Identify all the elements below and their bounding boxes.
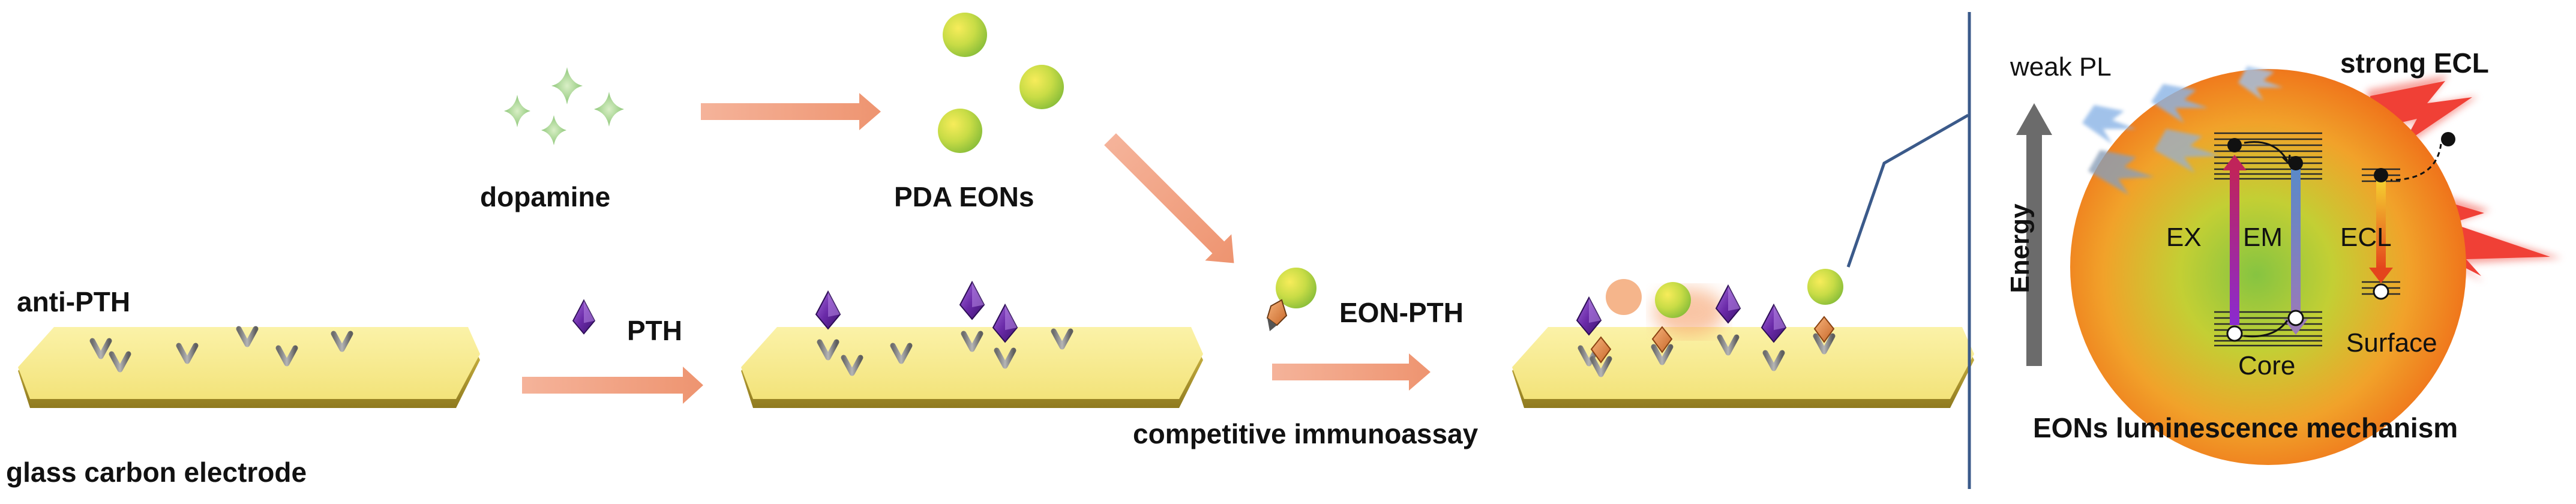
eon-pth-label: EON-PTH [1339, 297, 1464, 328]
ecl-label: ECL [2340, 223, 2392, 252]
luminescence-mechanism-panel [2016, 66, 2562, 465]
core-label: Core [2238, 351, 2296, 380]
core-relaxed-electron [2289, 156, 2303, 170]
eon-sphere [1019, 65, 1064, 109]
eon-pth-conjugate [1266, 268, 1317, 331]
pda-eon-particles [938, 13, 1064, 153]
relaxation-curve-top [2244, 141, 2289, 161]
surface-hole [2373, 283, 2389, 300]
dopamine-star [541, 115, 566, 145]
pth-label: PTH [627, 315, 682, 346]
strong-ecl-label: strong ECL [2340, 47, 2489, 79]
core-electron [2227, 138, 2242, 152]
relaxation-curve-bottom [2244, 320, 2289, 338]
weak-pl-label: weak PL [2010, 52, 2112, 82]
energy-axis-label: Energy [2005, 203, 2035, 293]
injection-curve [2390, 143, 2442, 181]
pda-eons-label: PDA EONs [894, 181, 1034, 212]
dopamine-star [551, 67, 583, 104]
eon-particle-sphere [2070, 69, 2466, 465]
dopamine-molecules [504, 67, 624, 145]
eon-sphere [943, 13, 987, 57]
dopamine-star [594, 92, 624, 127]
em-label: EM [2243, 223, 2283, 252]
excitation-arrow [2223, 155, 2247, 325]
surface-electron [2374, 168, 2388, 182]
glass-carbon-electrode-label: glass carbon electrode [6, 457, 307, 488]
arrow-dopamine-to-eons [701, 93, 881, 130]
eon-sphere [938, 109, 982, 153]
energy-axis-arrow [2016, 103, 2052, 366]
surface-label: Surface [2346, 328, 2437, 358]
injected-electron [2441, 132, 2455, 146]
dopamine-label: dopamine [480, 181, 611, 212]
anti-pth-label: anti-PTH [17, 286, 131, 317]
arrow-eon-pth-to-assay [1272, 353, 1431, 391]
ex-label: EX [2166, 223, 2202, 252]
arrow-anti-pth-to-pth [522, 367, 703, 404]
electrode-plate-3 [1512, 327, 1974, 408]
ecl-arrow [2369, 180, 2393, 283]
assay-surface-complexes [1576, 269, 1843, 401]
dopamine-star [504, 95, 530, 127]
mechanism-title: EONs luminescence mechanism [2033, 412, 2458, 443]
arrow-eons-to-eon-pth [1104, 133, 1234, 263]
weak-pl-bolts [2082, 66, 2283, 195]
pth-molecule [572, 299, 595, 335]
core-hole [2226, 325, 2243, 342]
competitive-immunoassay-label: competitive immunoassay [1133, 418, 1479, 449]
core-hole-relaxed [2287, 310, 2304, 326]
callout-line [1846, 113, 1969, 268]
